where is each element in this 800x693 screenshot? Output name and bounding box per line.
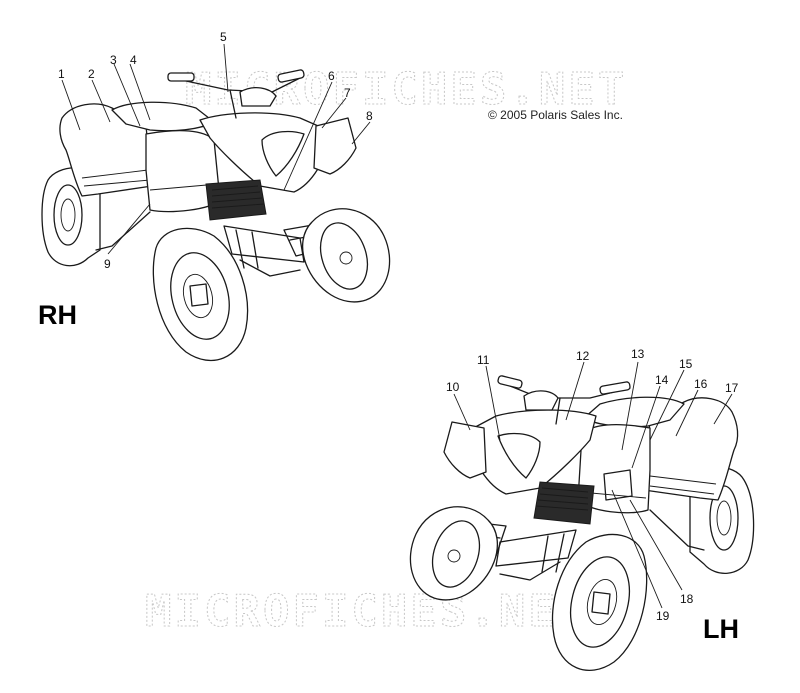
rh-front-hood <box>199 112 333 193</box>
callout-18: 18 <box>680 592 694 606</box>
lh-handlebar <box>497 375 631 425</box>
view-label-lh: LH <box>703 614 739 644</box>
atv-lh-view <box>409 375 755 672</box>
callout-10: 10 <box>446 380 460 394</box>
callout-9: 9 <box>104 257 111 271</box>
lh-front-wheel-near <box>551 533 648 672</box>
callout-16: 16 <box>694 377 708 391</box>
rh-callouts: 1 2 3 4 5 6 7 8 9 <box>58 30 373 271</box>
lh-callouts: 10 11 12 13 14 15 16 17 18 19 <box>446 347 739 623</box>
rh-front-wheel-near <box>152 227 249 362</box>
rh-front-grille <box>313 117 357 175</box>
rh-front-wheel-far <box>301 208 391 303</box>
rh-leader-lines <box>61 43 371 255</box>
lh-side-decal <box>603 469 633 501</box>
view-label-rh: RH <box>38 300 77 330</box>
callout-2: 2 <box>88 67 95 81</box>
callout-17: 17 <box>725 381 739 395</box>
callout-14: 14 <box>655 373 669 387</box>
callout-12: 12 <box>576 349 590 363</box>
callout-4: 4 <box>130 53 137 67</box>
watermark-bottom: MICROFICHES.NET <box>145 586 587 637</box>
callout-11: 11 <box>477 353 490 367</box>
rh-engine <box>205 179 305 269</box>
callout-19: 19 <box>656 609 670 623</box>
lh-engine <box>495 481 595 573</box>
callout-13: 13 <box>631 347 645 361</box>
callout-5: 5 <box>220 30 227 44</box>
callout-7: 7 <box>344 86 351 100</box>
callout-8: 8 <box>366 109 373 123</box>
copyright-notice: © 2005 Polaris Sales Inc. <box>488 108 623 122</box>
rh-rear-fender <box>59 103 153 197</box>
atv-rh-view <box>41 69 391 362</box>
rh-handlebar <box>167 69 305 119</box>
callout-1: 1 <box>58 67 65 81</box>
callout-6: 6 <box>328 69 335 83</box>
lh-front-grille <box>443 421 487 479</box>
lh-leader-lines <box>453 361 733 609</box>
lh-front-wheel-far <box>409 506 499 601</box>
callout-15: 15 <box>679 357 693 371</box>
callout-3: 3 <box>110 53 117 67</box>
